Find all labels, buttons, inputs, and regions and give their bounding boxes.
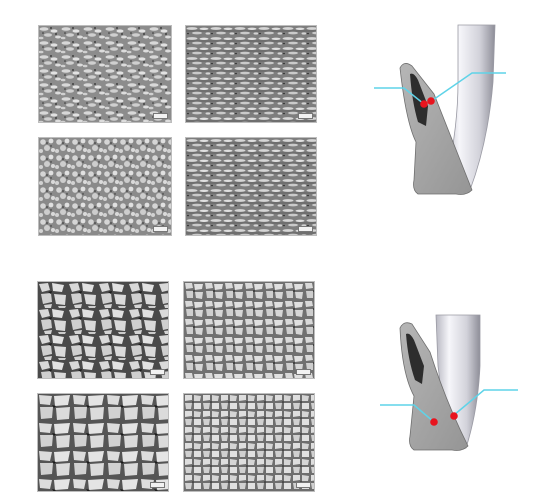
club-head-top-drawing (374, 24, 506, 195)
scale-bar (150, 369, 165, 375)
callout-line-right (429, 72, 506, 103)
micrograph-bottom-4 (183, 393, 315, 492)
scale-bar (150, 482, 165, 488)
micrograph-bottom-2 (183, 281, 315, 379)
scale-bar (298, 113, 313, 119)
micrograph-bottom-1 (37, 281, 169, 379)
scale-bar (153, 113, 168, 119)
micrograph-top-3 (38, 137, 172, 236)
micrograph-texture (39, 138, 171, 235)
face-insert (406, 333, 424, 384)
scale-bar (296, 482, 311, 488)
scale-bar (296, 369, 311, 375)
sample-point-marker (430, 418, 438, 426)
callout-line-left (374, 87, 425, 105)
club-head-bottom-drawing (380, 314, 518, 451)
micrograph-texture (39, 26, 171, 122)
micrograph-bottom-3 (37, 393, 169, 492)
micrograph-top-2 (185, 25, 317, 123)
sample-point-marker (427, 97, 435, 105)
micrograph-top-4 (185, 137, 317, 236)
micrograph-texture (186, 26, 316, 122)
micrograph-texture (184, 394, 314, 491)
micrograph-texture (186, 138, 316, 235)
sample-point-marker (450, 412, 458, 420)
scale-bar (298, 226, 313, 232)
sample-point-marker (420, 100, 428, 108)
micrograph-top-1 (38, 25, 172, 123)
callout-line-left (380, 404, 435, 423)
micrograph-texture (38, 394, 168, 491)
callout-line-right (453, 389, 518, 416)
micrograph-texture (38, 282, 168, 378)
club-head-top (370, 22, 520, 202)
micrograph-texture (184, 282, 314, 378)
scale-bar (153, 226, 168, 232)
club-head-bottom (378, 312, 523, 462)
